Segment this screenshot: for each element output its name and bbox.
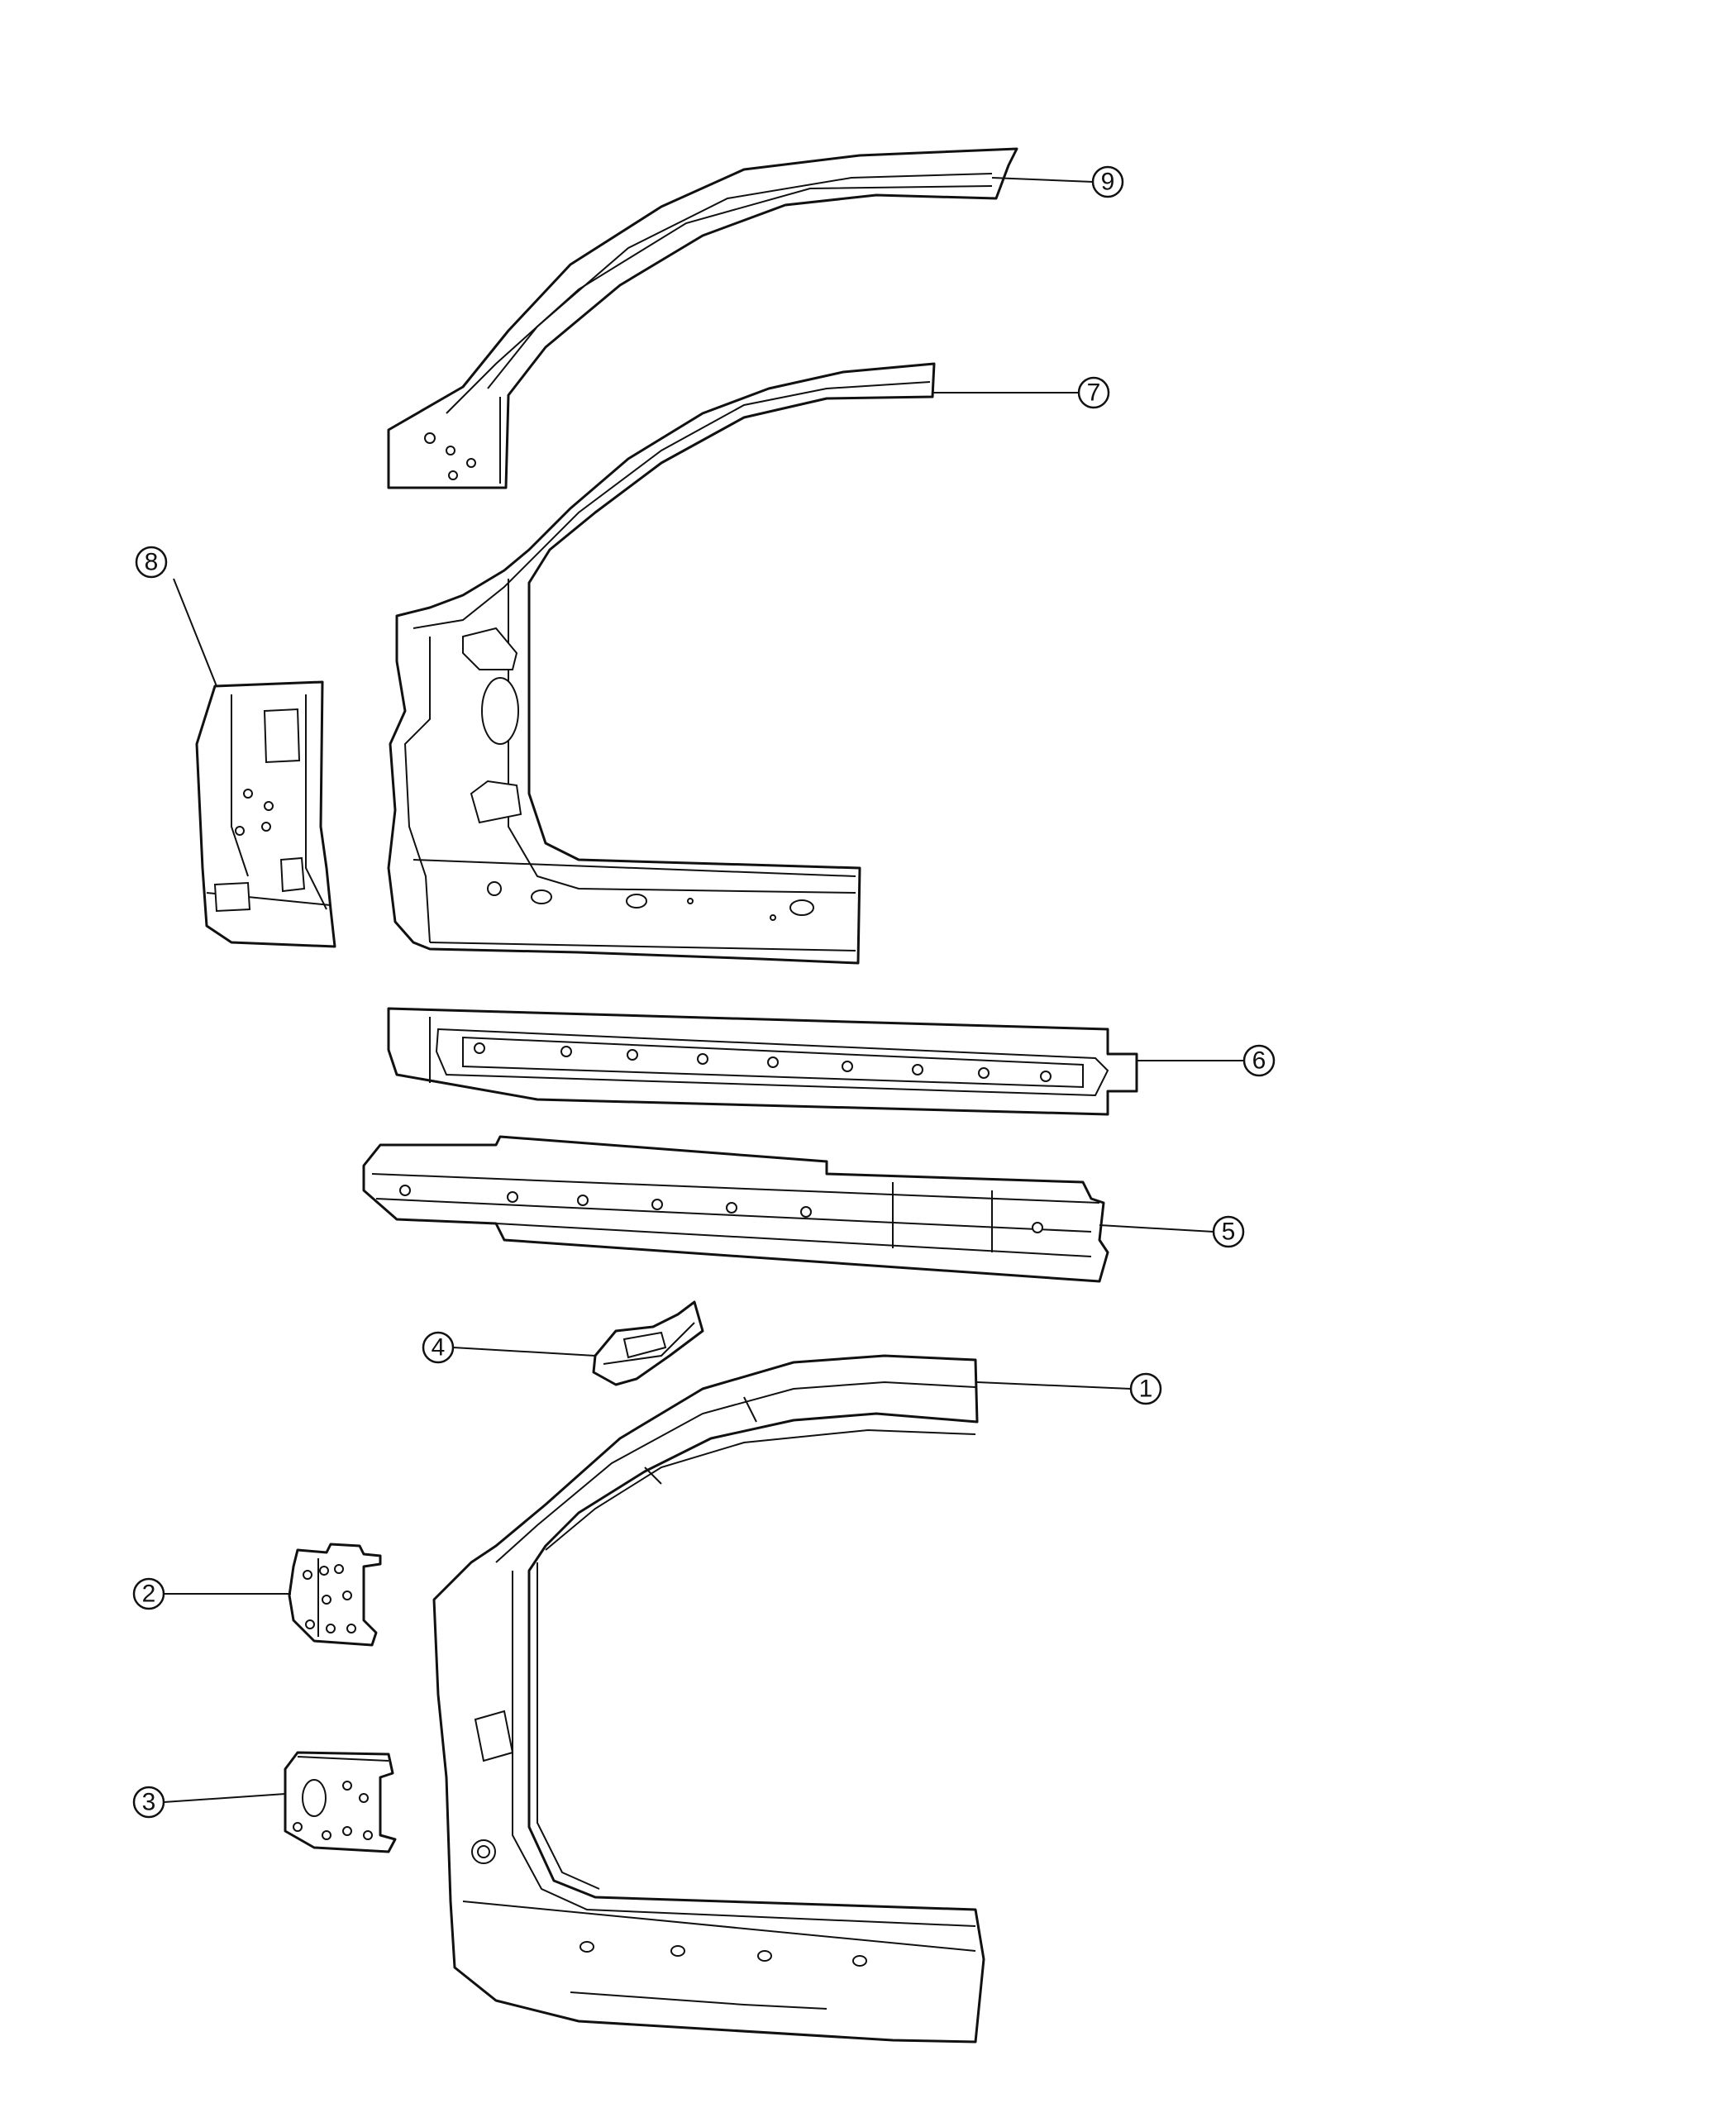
callout-3: 3 — [132, 1786, 165, 1819]
callout-5-label: 5 — [1222, 1219, 1236, 1246]
callout-3-label: 3 — [142, 1789, 156, 1816]
part-7-a-pillar-inner — [387, 362, 936, 965]
leader-lines — [163, 177, 1244, 1803]
callout-1: 1 — [1129, 1372, 1162, 1405]
part-8-cowl-side-panel — [195, 680, 336, 948]
part-6-sill-inner — [387, 1007, 1138, 1116]
part-4-bracket — [592, 1300, 704, 1386]
callout-6-label: 6 — [1252, 1047, 1266, 1075]
part-9-a-pillar-upper — [387, 147, 1018, 489]
callout-2: 2 — [132, 1577, 165, 1610]
callout-6: 6 — [1242, 1044, 1276, 1077]
leader-3 — [163, 1793, 286, 1803]
callout-4: 4 — [422, 1331, 455, 1364]
leader-8 — [173, 578, 217, 687]
leader-1 — [976, 1381, 1132, 1390]
callout-9: 9 — [1091, 165, 1124, 198]
leader-9 — [991, 177, 1094, 183]
part-3-lower-hinge-reinforcement — [284, 1751, 397, 1853]
part-2-hinge-reinforcement — [288, 1543, 382, 1647]
leader-5 — [1099, 1224, 1214, 1233]
leader-4 — [452, 1347, 596, 1357]
callout-8: 8 — [135, 546, 168, 579]
callout-4-label: 4 — [432, 1334, 446, 1362]
callout-8-label: 8 — [145, 549, 159, 576]
callout-1-label: 1 — [1139, 1376, 1153, 1403]
callout-5: 5 — [1212, 1215, 1245, 1248]
callout-2-label: 2 — [142, 1581, 156, 1608]
part-5-sill-reinforcement — [362, 1135, 1109, 1283]
callout-7-label: 7 — [1087, 379, 1101, 407]
part-1-body-side-aperture — [432, 1354, 985, 2044]
callout-9-label: 9 — [1101, 169, 1115, 196]
callout-7: 7 — [1077, 376, 1110, 409]
